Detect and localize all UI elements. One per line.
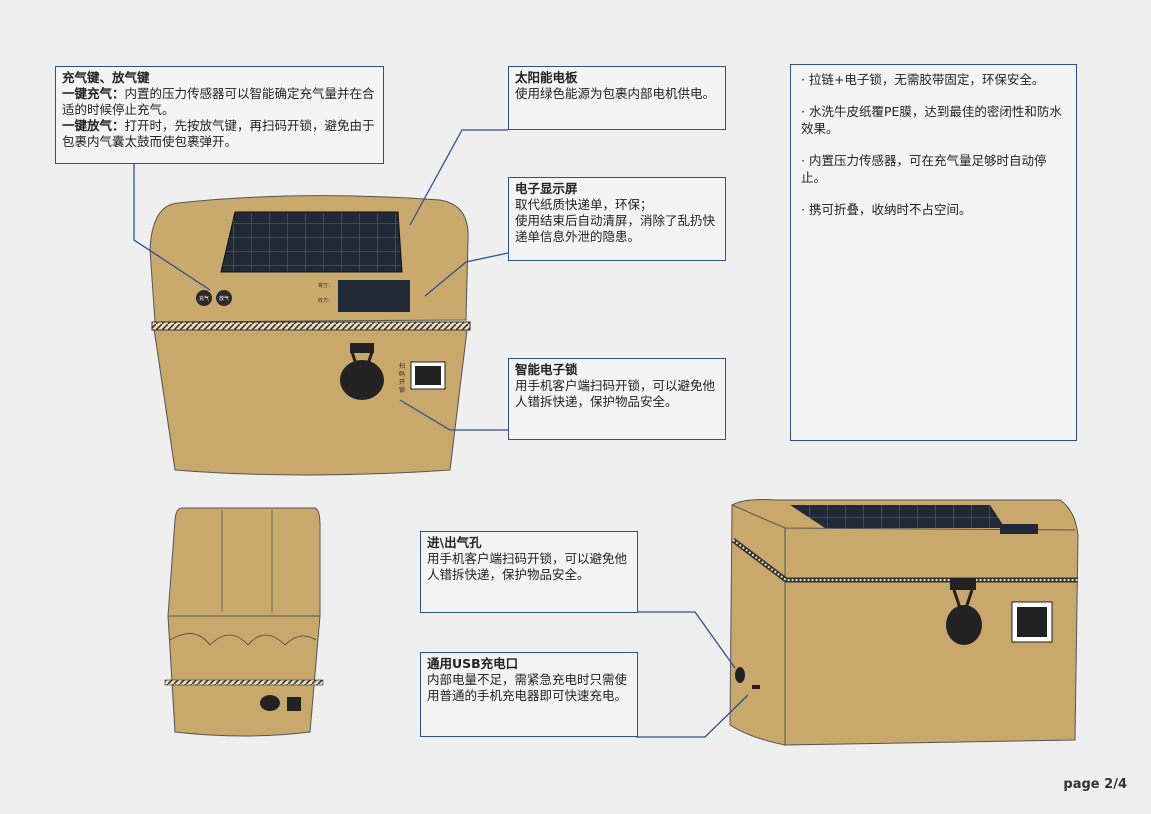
leader-lines: [133, 129, 749, 738]
inflate-button: [196, 290, 212, 306]
display-screen: [338, 280, 410, 312]
usb-port: [752, 685, 760, 689]
sender-label: 收方：: [318, 297, 333, 304]
vent-hole: [735, 667, 745, 683]
page-number: page 2/4: [1063, 777, 1127, 792]
callout-solar: 太阳能电板 使用绿色能源为包裹内部电机供电。: [508, 66, 726, 130]
smart-lock: 扫 码 开 锁: [340, 343, 446, 400]
angled-display: [1000, 524, 1038, 534]
callout-usb: 通用USB充电口 内部电量不足，需紧急充电时只需使用普通的手机充电器即可快速充电…: [420, 652, 638, 737]
recipient-label: 寄方：: [318, 282, 333, 289]
callout-lock: 智能电子锁 用手机客户端扫码开锁，可以避免他人错拆快递，保护物品安全。: [508, 358, 726, 440]
feature-item: · 携可折叠，收纳时不占空间。: [801, 202, 972, 217]
main-zipper: [151, 321, 471, 331]
svg-text:充气: 充气: [199, 295, 209, 302]
callout-vent: 进\出气孔 用手机客户端扫码开锁，可以避免他人错拆快递，保护物品安全。: [420, 531, 638, 613]
features-box: · 拉链+电子锁，无需胶带固定，环保安全。 · 水洗牛皮纸覆PE膜，达到最佳的密…: [790, 64, 1077, 441]
feature-item: · 内置压力传感器，可在充气量足够时自动停止。: [801, 153, 1047, 185]
main-box: 寄方： 收方： 充气 放气 扫 码 开 锁: [149, 195, 471, 476]
angled-box: [729, 499, 1079, 746]
svg-text:锁: 锁: [399, 386, 405, 394]
svg-text:码: 码: [399, 370, 405, 378]
scan-label: 扫 码 开 锁: [399, 362, 405, 394]
feature-item: · 拉链+电子锁，无需胶带固定，环保安全。: [801, 72, 1045, 87]
feature-item: · 水洗牛皮纸覆PE膜，达到最佳的密闭性和防水效果。: [801, 104, 1062, 136]
svg-text:放气: 放气: [219, 295, 229, 302]
svg-text:扫: 扫: [399, 362, 405, 370]
solar-panel: [220, 211, 403, 273]
svg-text:开: 开: [399, 379, 405, 386]
callout-screen: 电子显示屏 取代纸质快递单，环保； 使用结束后自动清屏，消除了乱扔快递单信息外泄…: [508, 177, 726, 261]
open-box-zipper: [164, 679, 324, 686]
angled-solar-panel: [790, 505, 1005, 528]
deflate-button: [216, 290, 232, 306]
callout-buttons: 充气键、放气键 一键充气：内置的压力传感器可以智能确定充气量并在合适的时候停止充…: [55, 66, 384, 164]
open-box: [164, 507, 324, 737]
